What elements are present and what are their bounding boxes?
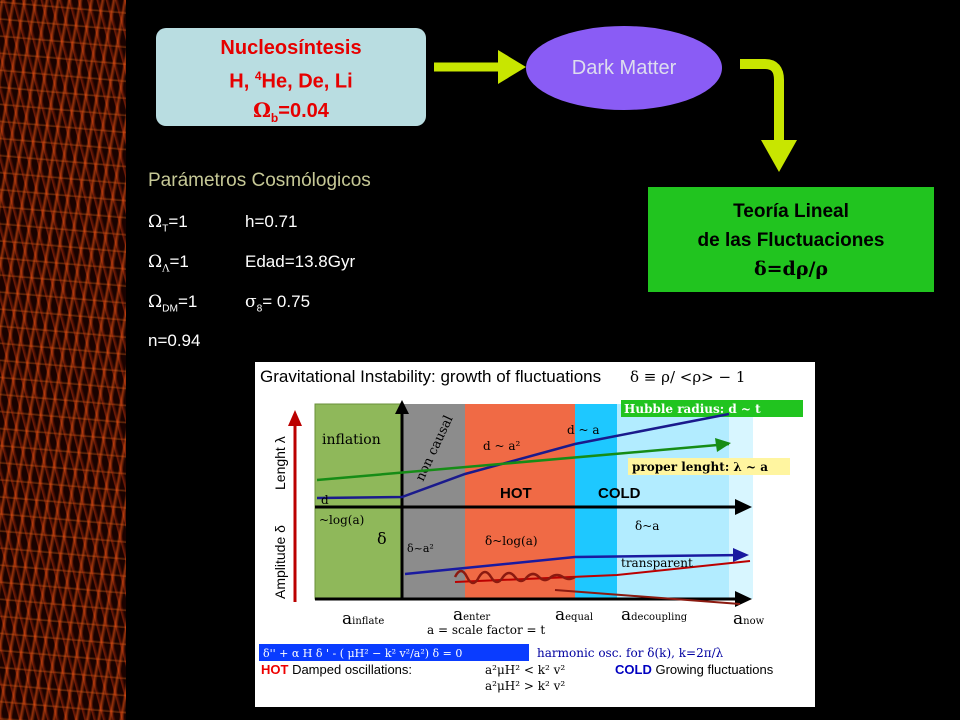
- nucleo-title: Nucleosíntesis: [220, 37, 362, 59]
- label-a-now: anow: [733, 609, 765, 629]
- nucleo-elements: H, 4He, De, Li: [229, 69, 353, 93]
- cosmic-web-image: [0, 0, 126, 720]
- region-cold: [617, 404, 729, 599]
- red-line: [454, 560, 751, 583]
- label-delta-log: δ~log(a): [485, 534, 538, 548]
- red-arrow: [288, 410, 302, 426]
- teoria-title: Teoría Lineal: [733, 201, 849, 222]
- ylabel-length: Lenght λ: [272, 436, 288, 490]
- label-scale-factor: a = scale factor = t: [427, 623, 545, 637]
- param-n: n=0.94: [148, 331, 201, 350]
- label-hot: HOT: [500, 485, 532, 502]
- delta-curve: [404, 553, 746, 576]
- x-axis-arrow: [735, 499, 752, 515]
- proper-length-curve: [316, 442, 730, 482]
- teoria-equation: δ=dρ/ρ: [753, 258, 829, 280]
- label-delta-a2: δ~a²: [407, 542, 434, 555]
- label-dh-a2: d ~ a²: [483, 439, 521, 453]
- label-log-a: ~log(a): [319, 513, 364, 527]
- hubble-radius-curve: [316, 412, 730, 500]
- region-now: [729, 404, 753, 599]
- arrow-down-icon: [740, 59, 797, 172]
- label-a-inflate: ainflate: [342, 609, 384, 629]
- label-a-equal: aequal: [555, 605, 593, 625]
- arrow-right-icon: [434, 50, 526, 84]
- hubble-radius-label: Hubble radius: d ~ t: [624, 402, 761, 416]
- label-inflation: inflation: [322, 432, 381, 448]
- gravitational-instability-figure: Gravitational Instability: growth of flu…: [255, 362, 815, 707]
- figure-title-equation: δ ≡ ρ/ <ρ> − 1: [630, 368, 745, 386]
- param-omega-dm: ΩDM=1: [148, 292, 198, 315]
- cold-growing-label: COLD Growing fluctuations: [615, 662, 774, 677]
- nucleosynthesis-box: Nucleosíntesis H, 4He, De, Li Ωb=0.04: [156, 28, 426, 126]
- equation-text: δ'' + α H δ ' - ( μH² − k² v²/a²) δ = 0: [263, 647, 462, 660]
- harmonic-label: harmonic osc. for δ(k), k=2π/λ: [537, 646, 724, 660]
- param-sigma8: σ8= 0.75: [245, 292, 311, 315]
- params-title: Parámetros Cosmólogicos: [148, 170, 371, 191]
- nucleo-omega-b: Ωb=0.04: [253, 97, 329, 125]
- damped-oscillation-curve: [453, 569, 576, 585]
- ylabel-amplitude: Amplitude δ: [272, 525, 288, 599]
- condition-cold: a²μH² > k² v²: [485, 679, 565, 693]
- proper-length-label: proper lenght: λ ~ a: [632, 460, 768, 474]
- equation-box: [259, 644, 529, 661]
- param-omega-t: ΩT=1: [148, 212, 188, 235]
- region-non-causal: [402, 404, 465, 599]
- label-a-decoupling: adecoupling: [621, 605, 688, 625]
- dark-matter-ellipse: Dark Matter: [526, 26, 722, 110]
- label-a-enter: aenter: [453, 605, 490, 625]
- linear-theory-box: Teoría Lineal de las Fluctuaciones δ=dρ/…: [648, 187, 934, 292]
- hot-damped-label: HOT Damped oscillations:: [261, 662, 412, 677]
- hubble-radius-box: [621, 400, 803, 417]
- label-cold: COLD: [598, 485, 641, 502]
- teoria-subtitle: de las Fluctuaciones: [697, 230, 885, 251]
- proper-length-box: [628, 458, 790, 475]
- label-dh-a32: d ~ a: [567, 423, 600, 437]
- param-omega-lambda: ΩΛ=1: [148, 252, 189, 275]
- condition-hot: a²μH² < k² v²: [485, 663, 565, 677]
- y-axis-arrow: [395, 400, 409, 414]
- param-h: h=0.71: [245, 212, 298, 231]
- label-delta-a: δ~a: [635, 519, 659, 533]
- label-delta: δ: [377, 529, 387, 548]
- label-dh: d: [321, 493, 329, 507]
- label-transparent: transparent: [621, 556, 693, 570]
- param-age: Edad=13.8Gyr: [245, 252, 356, 271]
- figure-title: Gravitational Instability: growth of flu…: [260, 367, 601, 386]
